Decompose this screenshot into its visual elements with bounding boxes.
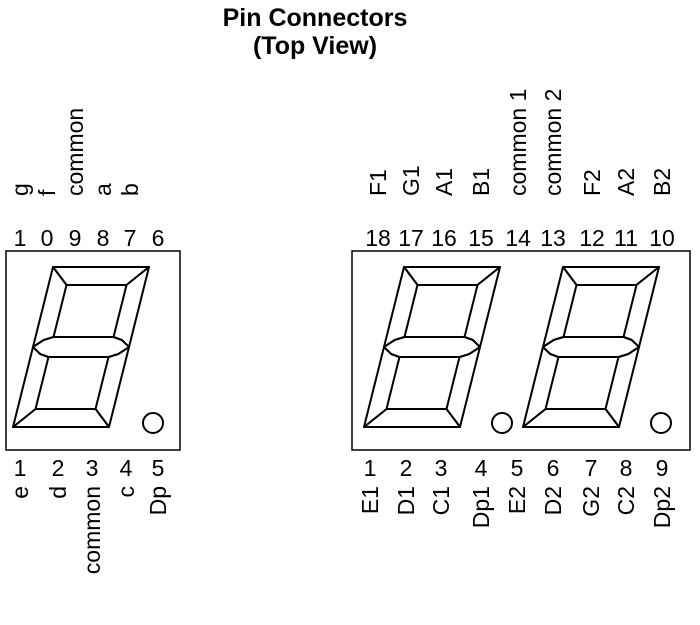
pin-number: 7 — [124, 225, 137, 251]
pin-label: B2 — [649, 168, 675, 196]
pin-label: E2 — [504, 486, 530, 514]
pin-label: Dp2 — [649, 486, 675, 528]
single-decimal-point — [142, 412, 164, 434]
pin-number: 17 — [398, 225, 424, 251]
pin-number: 6 — [152, 225, 165, 251]
pin-number: 0 — [41, 225, 54, 251]
pin-number: 11 — [614, 225, 638, 251]
pin-label: E1 — [357, 486, 383, 514]
dual-digit-1-segments — [363, 266, 501, 428]
pin-number: 5 — [152, 455, 165, 481]
pin-label: D2 — [540, 486, 566, 515]
title-line-2: (Top View) — [253, 32, 377, 60]
pin-label: common — [79, 486, 105, 574]
pin-label: common 1 — [505, 89, 531, 196]
pin-number: 8 — [620, 455, 633, 481]
title-line-1: Pin Connectors — [223, 4, 408, 32]
pin-number: 18 — [365, 225, 391, 251]
pin-number: 4 — [120, 455, 133, 481]
pin-number: 10 — [649, 225, 675, 251]
pin-number: 16 — [431, 225, 457, 251]
pin-number: 9 — [656, 455, 669, 481]
pin-number: 1 — [14, 455, 27, 481]
pin-label: G1 — [398, 165, 424, 196]
pin-label: e — [7, 486, 33, 499]
pin-number: 1 — [364, 455, 377, 481]
pin-label: A1 — [431, 168, 457, 196]
single-digit-segments — [12, 266, 150, 428]
pin-label: g — [7, 183, 33, 196]
pin-number: 2 — [400, 455, 413, 481]
pin-label: common 2 — [540, 89, 566, 196]
pin-label: D1 — [393, 486, 419, 515]
pin-number: 9 — [69, 225, 82, 251]
dual-decimal-point-1 — [491, 412, 513, 434]
dual-decimal-point-2 — [650, 412, 672, 434]
segment-g — [32, 336, 130, 358]
segment-g — [542, 336, 640, 358]
segment-g — [383, 336, 481, 358]
pin-label: a — [90, 183, 116, 196]
pin-number: 15 — [468, 225, 494, 251]
pin-label: b — [117, 183, 143, 196]
pin-number: 3 — [435, 455, 448, 481]
pin-number: 3 — [86, 455, 99, 481]
pin-label: f — [34, 189, 60, 196]
pin-number: 6 — [547, 455, 560, 481]
pin-label: c — [113, 486, 139, 498]
pin-number: 5 — [511, 455, 524, 481]
pin-label: C1 — [428, 486, 454, 515]
pin-number: 4 — [475, 455, 488, 481]
pin-label: Dp — [145, 486, 171, 515]
pin-label: d — [45, 486, 71, 499]
pin-label: B1 — [468, 168, 494, 196]
pin-label: G2 — [578, 486, 604, 517]
dual-digit-2-segments — [522, 266, 660, 428]
pin-label: F1 — [365, 169, 391, 196]
pin-label: F2 — [579, 169, 605, 196]
pin-number: 13 — [540, 225, 566, 251]
dual-bottom-pin-labels: E1 D1 C1 Dp1 E2 D2 G2 C2 Dp2 — [357, 486, 675, 528]
pin-number: 8 — [97, 225, 110, 251]
pin-label: Dp1 — [468, 486, 494, 528]
pin-number: 12 — [579, 225, 605, 251]
pin-number: 1 — [14, 225, 27, 251]
pin-label: A2 — [613, 168, 639, 196]
pin-number: 14 — [505, 225, 531, 251]
pin-label: C2 — [613, 486, 639, 515]
pin-label: common — [62, 108, 88, 196]
pin-number: 7 — [585, 455, 598, 481]
dual-top-pin-numbers: 18 17 16 15 14 13 12 11 10 — [365, 225, 675, 251]
pin-number: 2 — [52, 455, 65, 481]
